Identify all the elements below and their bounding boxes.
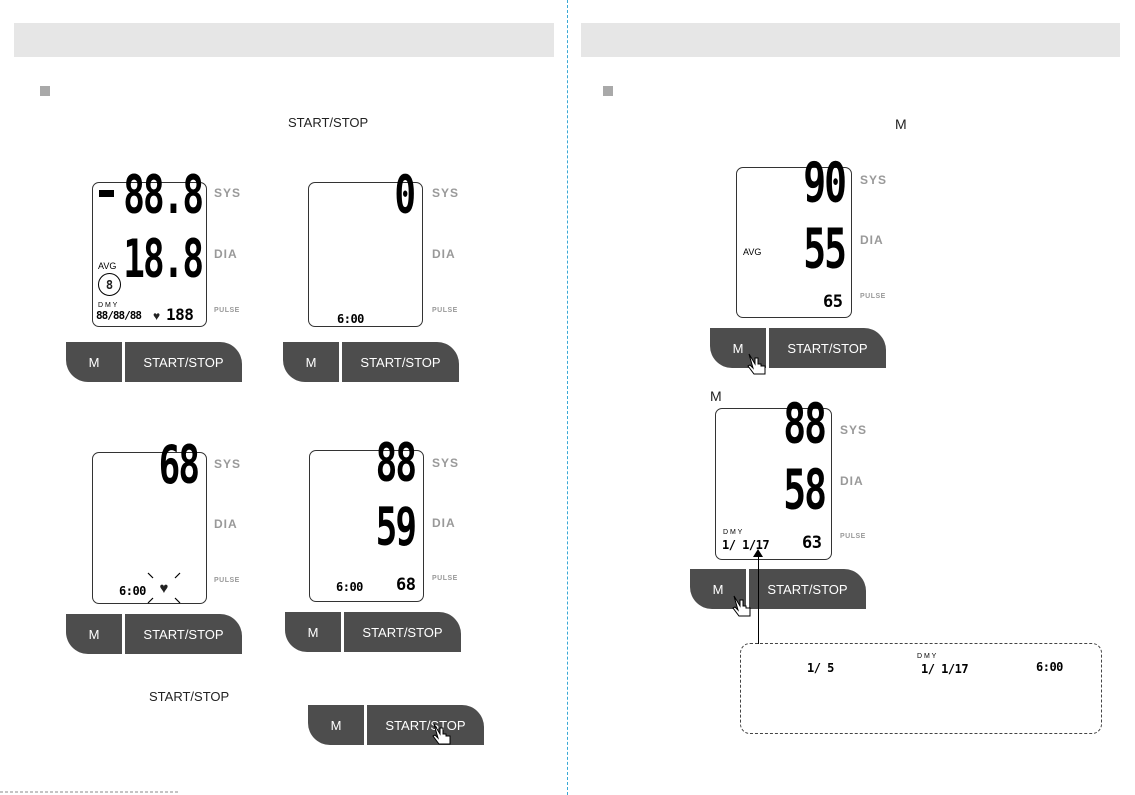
avg-label: AVG: [98, 261, 117, 271]
dia-label: DIA: [432, 247, 456, 261]
note-dmy-label: D M Y: [917, 653, 937, 660]
sys-label: SYS: [214, 186, 242, 200]
dia-label: DIA: [214, 517, 238, 531]
page-divider: [567, 0, 568, 795]
start-stop-button[interactable]: START/STOP: [769, 328, 886, 368]
m-button[interactable]: M: [283, 342, 339, 382]
sys-reading: 0: [394, 166, 416, 226]
start-stop-button[interactable]: START/STOP: [125, 614, 242, 654]
sys-reading: 88.8: [123, 166, 204, 226]
dia-label: DIA: [860, 233, 884, 247]
sys-reading: 88: [783, 391, 827, 456]
pulse-label: PULSE: [860, 293, 886, 300]
dia-label: DIA: [840, 474, 864, 488]
control-panel: M START/STOP: [283, 342, 459, 382]
start-stop-button[interactable]: START/STOP: [125, 342, 242, 382]
left-bullet: [40, 86, 50, 96]
right-bullet: [603, 86, 613, 96]
memory-indicator: 8: [98, 273, 121, 296]
control-panel: M START/STOP: [66, 342, 242, 382]
pulse-label: PULSE: [214, 577, 240, 584]
control-panel: M START/STOP: [66, 614, 242, 654]
pulse-reading: 188: [166, 305, 194, 324]
memory-index-reading: 1/ 5: [807, 661, 834, 675]
left-section-header: [14, 23, 554, 57]
sys-reading: 90: [803, 150, 847, 215]
start-stop-button[interactable]: START/STOP: [342, 342, 459, 382]
pulse-reading: 68: [396, 575, 416, 595]
avg-label: AVG: [743, 247, 762, 257]
control-panel: M START/STOP: [690, 569, 866, 609]
pressing-hand-icon: [432, 723, 451, 745]
date-dmy-label: D M Y: [723, 529, 743, 536]
time-reading: 6:00: [337, 312, 364, 326]
pressing-hand-icon: [732, 595, 751, 617]
date-reading: 1/ 1/17: [722, 538, 770, 552]
memory-record-note-box: 1/ 5 D M Y 1/ 1/17 6:00: [740, 643, 1102, 734]
m-button[interactable]: M: [66, 342, 122, 382]
right-instruction-button-label: M: [895, 116, 907, 132]
dia-reading: 18.8: [123, 230, 204, 290]
dia-reading: 59: [375, 498, 417, 558]
lcd-display-measuring: 68 6:00 ♥: [92, 440, 207, 604]
heart-pulse-rays-icon: [147, 572, 181, 604]
start-stop-button[interactable]: START/STOP: [367, 705, 484, 745]
lcd-display-memory-record: 88 58 D M Y 1/ 1/17 63: [715, 396, 832, 560]
pulse-reading: 63: [802, 533, 822, 553]
pressing-hand-icon: [747, 353, 766, 375]
sys-label: SYS: [214, 457, 242, 471]
pulse-label: PULSE: [840, 533, 866, 540]
m-label: M: [710, 388, 722, 404]
dia-reading: 58: [783, 457, 827, 522]
lcd-display-result: 88 59 6:00 68: [309, 438, 424, 602]
sys-label: SYS: [432, 456, 460, 470]
callout-arrow-head: [753, 549, 763, 557]
dia-label: DIA: [432, 516, 456, 530]
battery-icon: [99, 190, 114, 197]
time-reading: 6:00: [336, 580, 363, 594]
pulse-label: PULSE: [214, 307, 240, 314]
pulse-label: PULSE: [432, 575, 458, 582]
pulse-label: PULSE: [432, 307, 458, 314]
control-panel: M START/STOP: [285, 612, 461, 652]
right-section-header: [581, 23, 1120, 57]
lcd-display-all-segments: 88.8 AVG 8 18.8 D M Y 88/88/88 ♥ 188: [92, 170, 207, 327]
m-button[interactable]: M: [308, 705, 364, 745]
lcd-display-zero: 0 6:00: [308, 170, 423, 327]
dia-reading: 55: [803, 216, 847, 281]
lcd-display-average: 90 AVG 55 65: [736, 155, 852, 318]
sys-reading: 68: [158, 436, 200, 496]
date-reading: 88/88/88: [96, 309, 142, 322]
time-reading: 6:00: [119, 584, 146, 598]
date-dmy-label: D M Y: [98, 302, 118, 309]
control-panel: M START/STOP: [710, 328, 886, 368]
left-instruction-button-label: START/STOP: [288, 115, 369, 130]
m-button[interactable]: M: [66, 614, 122, 654]
control-panel: M START/STOP: [308, 705, 484, 745]
m-button[interactable]: M: [285, 612, 341, 652]
sys-reading: 88: [375, 434, 417, 494]
callout-arrow-line: [758, 556, 759, 644]
pulse-reading: 65: [823, 292, 843, 312]
heart-icon: ♥: [153, 309, 161, 323]
start-stop-button[interactable]: START/STOP: [749, 569, 866, 609]
note-date-reading: 1/ 1/17: [921, 662, 969, 676]
memory-number: 8: [105, 277, 114, 292]
page-bottom-edge-marks: [0, 791, 180, 793]
bottom-instruction-button-label: START/STOP: [149, 689, 230, 704]
sys-label: SYS: [860, 173, 888, 187]
dia-label: DIA: [214, 247, 238, 261]
start-stop-button[interactable]: START/STOP: [344, 612, 461, 652]
sys-label: SYS: [432, 186, 460, 200]
pulse-heart-icon: ♥: [159, 579, 169, 597]
note-time-reading: 6:00: [1036, 660, 1063, 674]
sys-label: SYS: [840, 423, 868, 437]
